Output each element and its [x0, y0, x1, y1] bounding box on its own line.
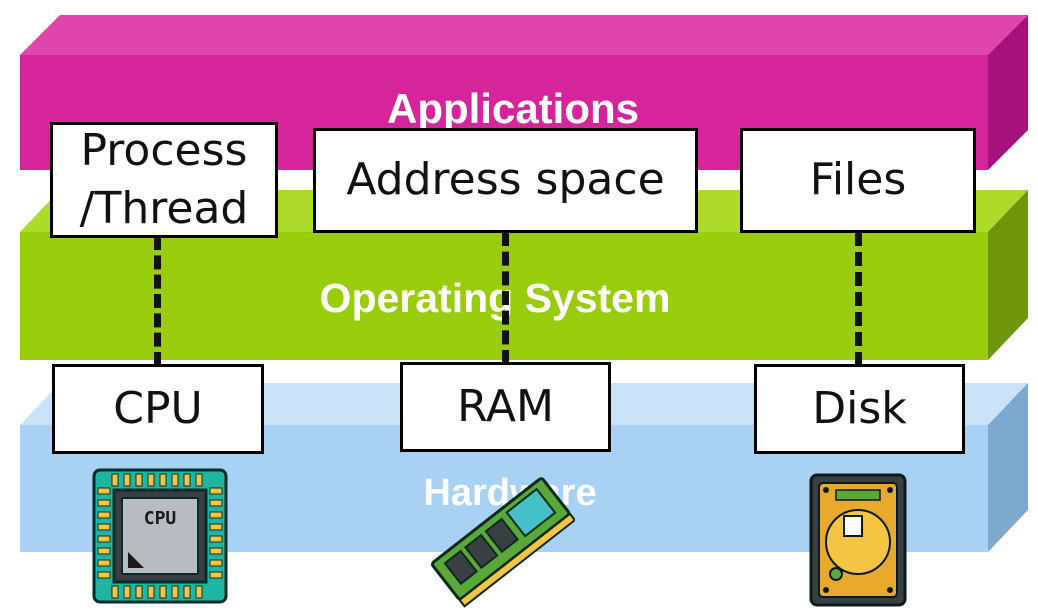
- connector-process-cpu: [154, 236, 161, 366]
- files-label: Files: [809, 154, 907, 206]
- cpu-label: CPU: [113, 382, 203, 434]
- cpu-box: CPU: [52, 364, 264, 454]
- connector-files-disk: [855, 232, 862, 366]
- hard-disk-icon: [809, 473, 907, 607]
- cpu-chip-icon: CPU: [92, 468, 228, 604]
- process-thread-box: Process /Thread: [50, 122, 278, 238]
- applications-label: Applications: [386, 85, 640, 132]
- address-space-box: Address space: [313, 128, 698, 233]
- connector-address-ram: [502, 232, 509, 364]
- ram-stick-icon: [431, 477, 575, 608]
- os-label: Operating System: [319, 275, 671, 321]
- disk-box: Disk: [754, 364, 965, 454]
- cpu-chip-text: CPU: [144, 508, 177, 529]
- ram-label: RAM: [457, 380, 554, 432]
- process-label: Process: [80, 124, 248, 176]
- disk-label: Disk: [812, 382, 907, 434]
- files-box: Files: [740, 128, 976, 233]
- thread-label: /Thread: [79, 183, 249, 234]
- ram-box: RAM: [400, 362, 611, 452]
- address-space-label: Address space: [346, 154, 665, 206]
